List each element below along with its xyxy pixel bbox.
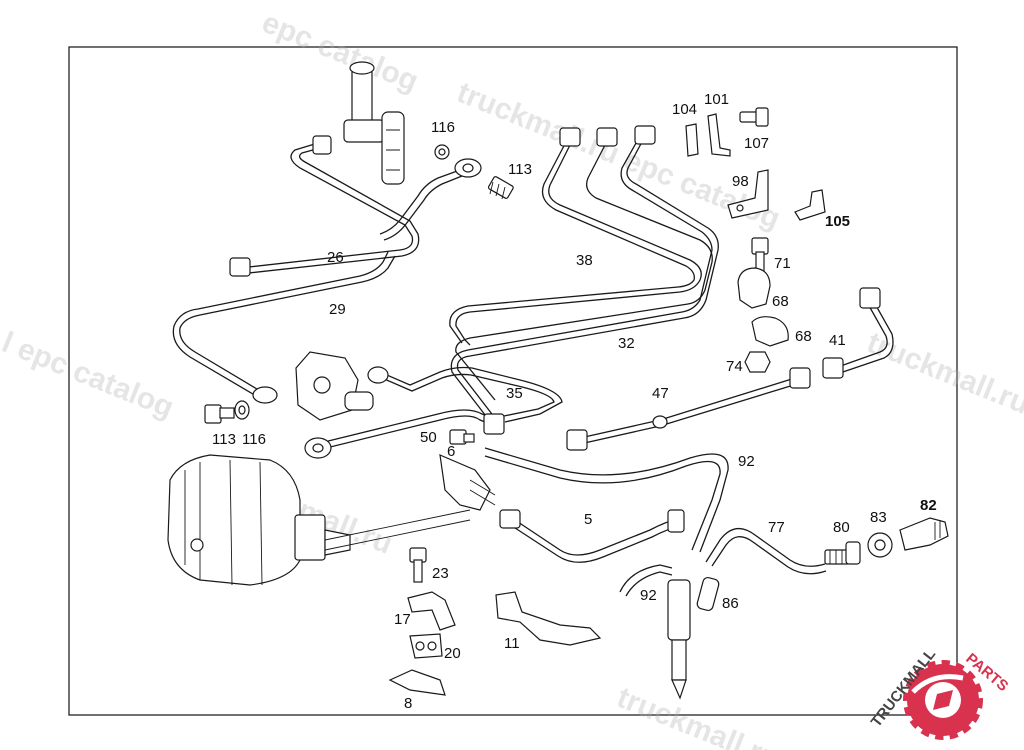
fuel-line-5: [514, 517, 681, 556]
leak-line: [379, 169, 461, 235]
fuel-line-29: [179, 255, 396, 393]
hose-92: [484, 447, 729, 553]
hose-92-lower: [625, 571, 673, 597]
callout-5: 5: [584, 511, 592, 528]
callout-17: 17: [394, 611, 411, 628]
callout-8: 8: [404, 695, 412, 712]
banjo-bolt-lower: [204, 400, 250, 424]
fuel-line-41: [834, 303, 888, 369]
fitting-50: [449, 429, 475, 445]
truckmall-logo: TRUCKMALL PARTS: [868, 646, 1011, 740]
callout-68: 68: [772, 293, 789, 310]
fuel-line-41: [836, 301, 894, 375]
fuel-line-32: [455, 144, 713, 401]
callout-26: 26: [327, 249, 344, 266]
callout-41: 41: [829, 332, 846, 349]
diagram-frame: [68, 46, 958, 716]
callout-116: 116: [242, 431, 266, 448]
leak-line: [383, 175, 463, 241]
fuel-line-38: [455, 144, 702, 346]
clamp-parts: [737, 237, 789, 373]
callout-92: 92: [738, 453, 755, 470]
callout-6: 6: [447, 443, 455, 460]
fuel-line-lower: [317, 415, 501, 451]
callout-71: 71: [774, 255, 791, 272]
injection-pump: [167, 454, 496, 586]
hand-primer-pump: [343, 61, 405, 185]
callout-80: 80: [833, 519, 850, 536]
callout-77: 77: [768, 519, 785, 536]
fuel-valve-block: [295, 351, 374, 421]
fuel-line-29: [172, 251, 389, 398]
injector-nozzle: [667, 576, 720, 700]
callout-labels: 26 29 116 113 113 116 38 32 35 104 101 1…: [212, 91, 937, 712]
watermark-text: epc catalog: [257, 6, 422, 98]
fuel-line-47: [579, 383, 798, 445]
callout-105: 105: [825, 213, 850, 230]
fuel-line-47: [579, 377, 796, 439]
callout-101: 101: [704, 91, 729, 108]
fuel-line-35: [456, 139, 719, 419]
callout-83: 83: [870, 509, 887, 526]
lower-brackets: [388, 547, 602, 696]
callout-35: 35: [506, 385, 523, 402]
fuel-line-38: [449, 141, 695, 344]
callout-98: 98: [732, 173, 749, 190]
callout-107: 107: [744, 135, 769, 152]
callout-92: 92: [640, 587, 657, 604]
hose-77: [705, 528, 826, 567]
fuel-line-35: [450, 135, 713, 421]
gear-icon: [903, 660, 983, 740]
fuel-lines: [172, 135, 894, 597]
hose-77: [711, 536, 827, 575]
banjo-fitting: [434, 144, 514, 200]
inlet-fittings: [824, 517, 949, 565]
callout-47: 47: [652, 385, 669, 402]
fuel-line-35: [379, 366, 563, 423]
callout-20: 20: [444, 645, 461, 662]
callout-32: 32: [618, 335, 635, 352]
fuel-line-lower: [315, 409, 503, 445]
callout-86: 86: [722, 595, 739, 612]
hose-92-lower: [619, 564, 673, 593]
callout-50: 50: [420, 429, 437, 446]
callout-113: 113: [508, 161, 532, 178]
fuel-line-5: [511, 525, 682, 563]
callout-38: 38: [576, 252, 593, 269]
fuel-line-35: [381, 373, 555, 417]
callout-23: 23: [432, 565, 449, 582]
callout-116: 116: [431, 119, 455, 136]
fuel-line-26: [239, 147, 420, 275]
parts-layer: [167, 61, 949, 700]
pipe-nuts: [229, 125, 881, 533]
callout-82: 82: [920, 497, 937, 514]
hose-92: [484, 455, 721, 551]
callout-104: 104: [672, 101, 697, 118]
callout-29: 29: [329, 301, 346, 318]
callout-74: 74: [726, 358, 743, 375]
callout-11: 11: [504, 635, 520, 652]
brackets-top-right: [685, 107, 826, 221]
watermark-text: l epc catalog: [0, 326, 178, 425]
callout-113: 113: [212, 431, 236, 448]
callout-68: 68: [795, 328, 812, 345]
